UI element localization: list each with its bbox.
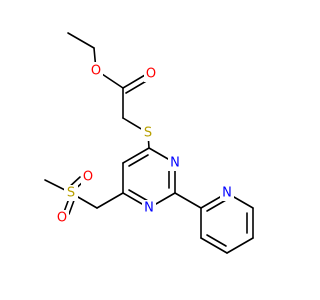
sulfonyl-sulfur-label: S xyxy=(67,186,75,201)
sulfonyl-sulfur: S xyxy=(64,185,78,201)
bond-c5-c4-inner xyxy=(128,154,149,167)
sulfide-sulfur: S xyxy=(141,125,155,141)
pyridine-nitrogen-label: N xyxy=(222,186,232,201)
bond-c5-c4 xyxy=(122,147,150,164)
pyrimidine-n3-label: N xyxy=(170,156,180,171)
sulfonyl-upper-oxygen-label: O xyxy=(83,170,93,185)
pyrimidine-n3: N xyxy=(168,155,182,171)
bond-py-c4-c3-inner xyxy=(206,234,227,247)
bond-carbonylc-ocarbonyl-1 xyxy=(122,74,146,89)
pyridine-nitrogen: N xyxy=(220,185,234,201)
bond-py-c4-c3 xyxy=(200,237,228,254)
ester-ether-oxygen: O xyxy=(89,62,103,79)
bond-py-c2-n-inner xyxy=(206,199,227,212)
bond-carbonylc-ocarbonyl-2 xyxy=(125,79,149,94)
molecule-structure: O O S N N N S O xyxy=(44,32,254,254)
bond-ch3-ch2 xyxy=(67,32,95,49)
pyrimidine-n1: N xyxy=(142,200,156,216)
pyrimidine-n1-label: N xyxy=(144,201,154,216)
sulfide-sulfur-label: S xyxy=(144,126,152,141)
bond-c6-ch2 xyxy=(96,192,124,209)
atom-label-layer: O O S N N N S O xyxy=(55,62,234,226)
bond-n1-c6-inner xyxy=(128,189,149,202)
ester-carbonyl-oxygen-label: O xyxy=(146,67,156,82)
bond-c2-pyridine xyxy=(174,192,202,209)
sulfonyl-lower-oxygen-label: O xyxy=(57,211,67,226)
ester-ether-oxygen-label: O xyxy=(91,64,101,79)
sulfonyl-lower-oxygen: O xyxy=(55,210,69,226)
bond-py-c5-c4 xyxy=(226,237,254,254)
sulfonyl-upper-oxygen: O xyxy=(81,169,95,185)
ester-carbonyl-oxygen: O xyxy=(144,66,158,82)
